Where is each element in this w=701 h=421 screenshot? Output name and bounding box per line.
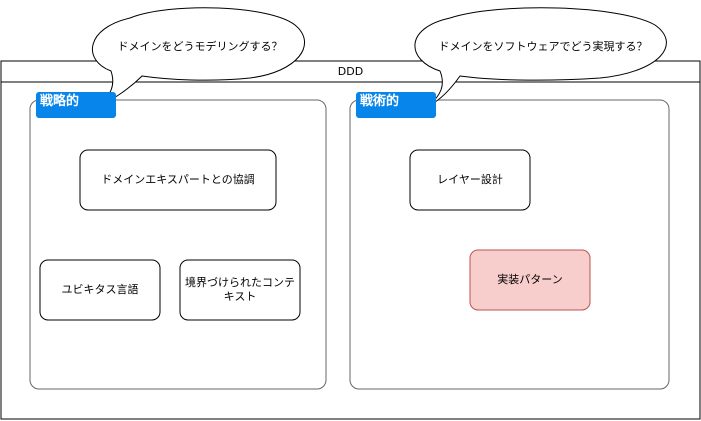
box-bounded-context [179,259,301,321]
box-layer-design [409,149,531,211]
strategic-container [29,99,327,390]
label-domain-expert-collaboration: ドメインエキスパートとの協調 [101,173,255,186]
box-domain-expert-collaboration [79,149,277,211]
tactical-container [349,99,670,390]
tactical-tag: 戦術的 [356,92,436,118]
label-implementation-patterns: 実装パターン [497,273,563,286]
label-bounded-context: 境界づけられたコンテキスト [185,276,295,303]
tactical-bubble-text: ドメインをソフトウェアでどう実現する？ [438,40,648,53]
box-ubiquitous-language [39,259,161,321]
label-layer-design: レイヤー設計 [437,173,503,186]
tactical-speech-bubble [414,7,667,106]
ddd-frame-title: DDD [337,65,364,78]
strategic-bubble-text: ドメインをどうモデリングする？ [117,40,283,53]
box-implementation-patterns [469,249,591,311]
label-ubiquitous-language: ユビキタス言語 [61,283,139,296]
strategic-tag: 戦略的 [36,92,116,118]
